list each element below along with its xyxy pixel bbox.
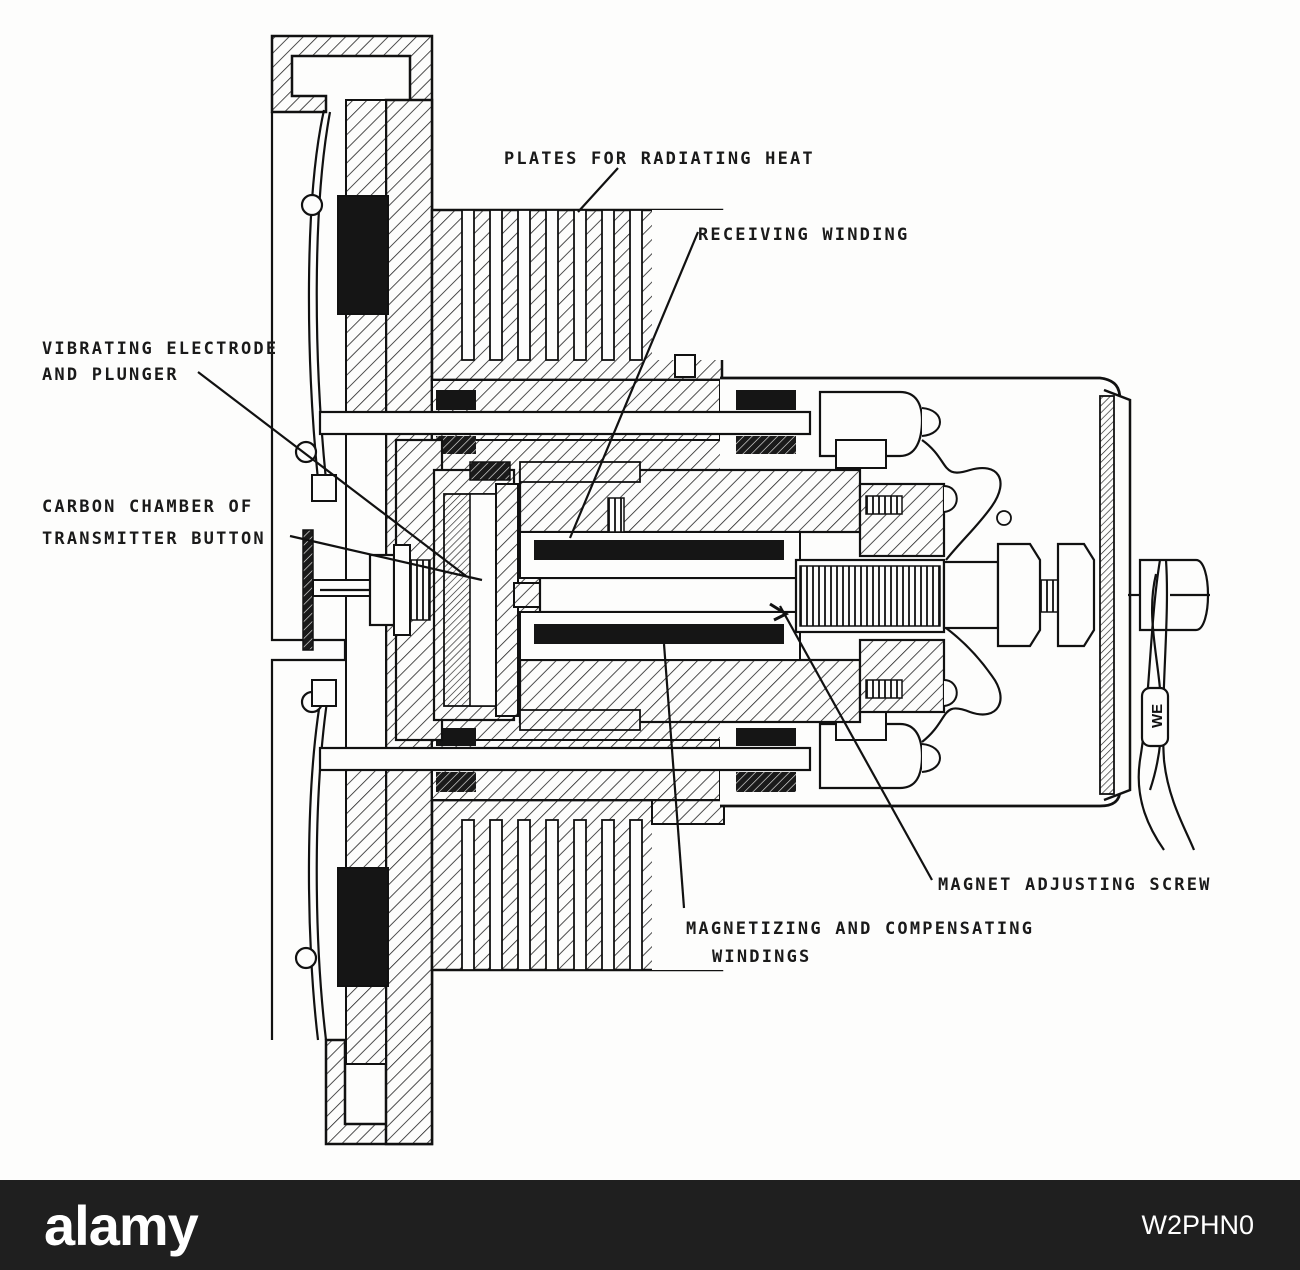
brand-logo: alamy: [44, 1194, 199, 1257]
lead-wires: [921, 439, 1196, 851]
rear-nuts: [818, 390, 941, 790]
mouthpiece-disc: [302, 529, 374, 651]
label-vibrating-electrode-line1: VIBRATING ELECTRODE: [42, 339, 278, 359]
windings: [534, 497, 784, 644]
plunger: [513, 576, 802, 614]
label-magnetizing-windings-line2: WINDINGS: [712, 947, 811, 967]
watermark-bar: [0, 1180, 1300, 1270]
clamp-bolts: [318, 390, 812, 792]
label-receiving-winding: RECEIVING WINDING: [698, 225, 909, 245]
radiating-fins-bottom: [430, 798, 725, 972]
transmitter-receiver-cutaway: PLATES FOR RADIATING HEAT RECEIVING WIND…: [42, 34, 1212, 1146]
radiating-fins-top: [430, 208, 724, 382]
outer-diaphragm-wires: [270, 109, 347, 1041]
label-plates-for-radiating-heat: PLATES FOR RADIATING HEAT: [504, 149, 815, 169]
tag-label: WE: [1149, 704, 1166, 728]
cross-section-diagram: PLATES FOR RADIATING HEAT RECEIVING WIND…: [42, 34, 1212, 1146]
label-magnetizing-windings-line1: MAGNETIZING AND COMPENSATING: [686, 919, 1034, 939]
label-carbon-chamber-line2: TRANSMITTER BUTTON: [42, 529, 266, 549]
label-vibrating-electrode-line2: AND PLUNGER: [42, 365, 179, 385]
labels: PLATES FOR RADIATING HEAT RECEIVING WIND…: [42, 149, 1212, 967]
label-magnet-adjusting-screw: MAGNET ADJUSTING SCREW: [938, 875, 1212, 895]
carbon-chamber: [432, 461, 519, 722]
label-carbon-chamber-line1: CARBON CHAMBER OF: [42, 497, 253, 517]
leader-lines: [197, 167, 933, 909]
adjusting-screw: [794, 510, 1210, 648]
image-id: W2PHN0: [1141, 1210, 1254, 1240]
